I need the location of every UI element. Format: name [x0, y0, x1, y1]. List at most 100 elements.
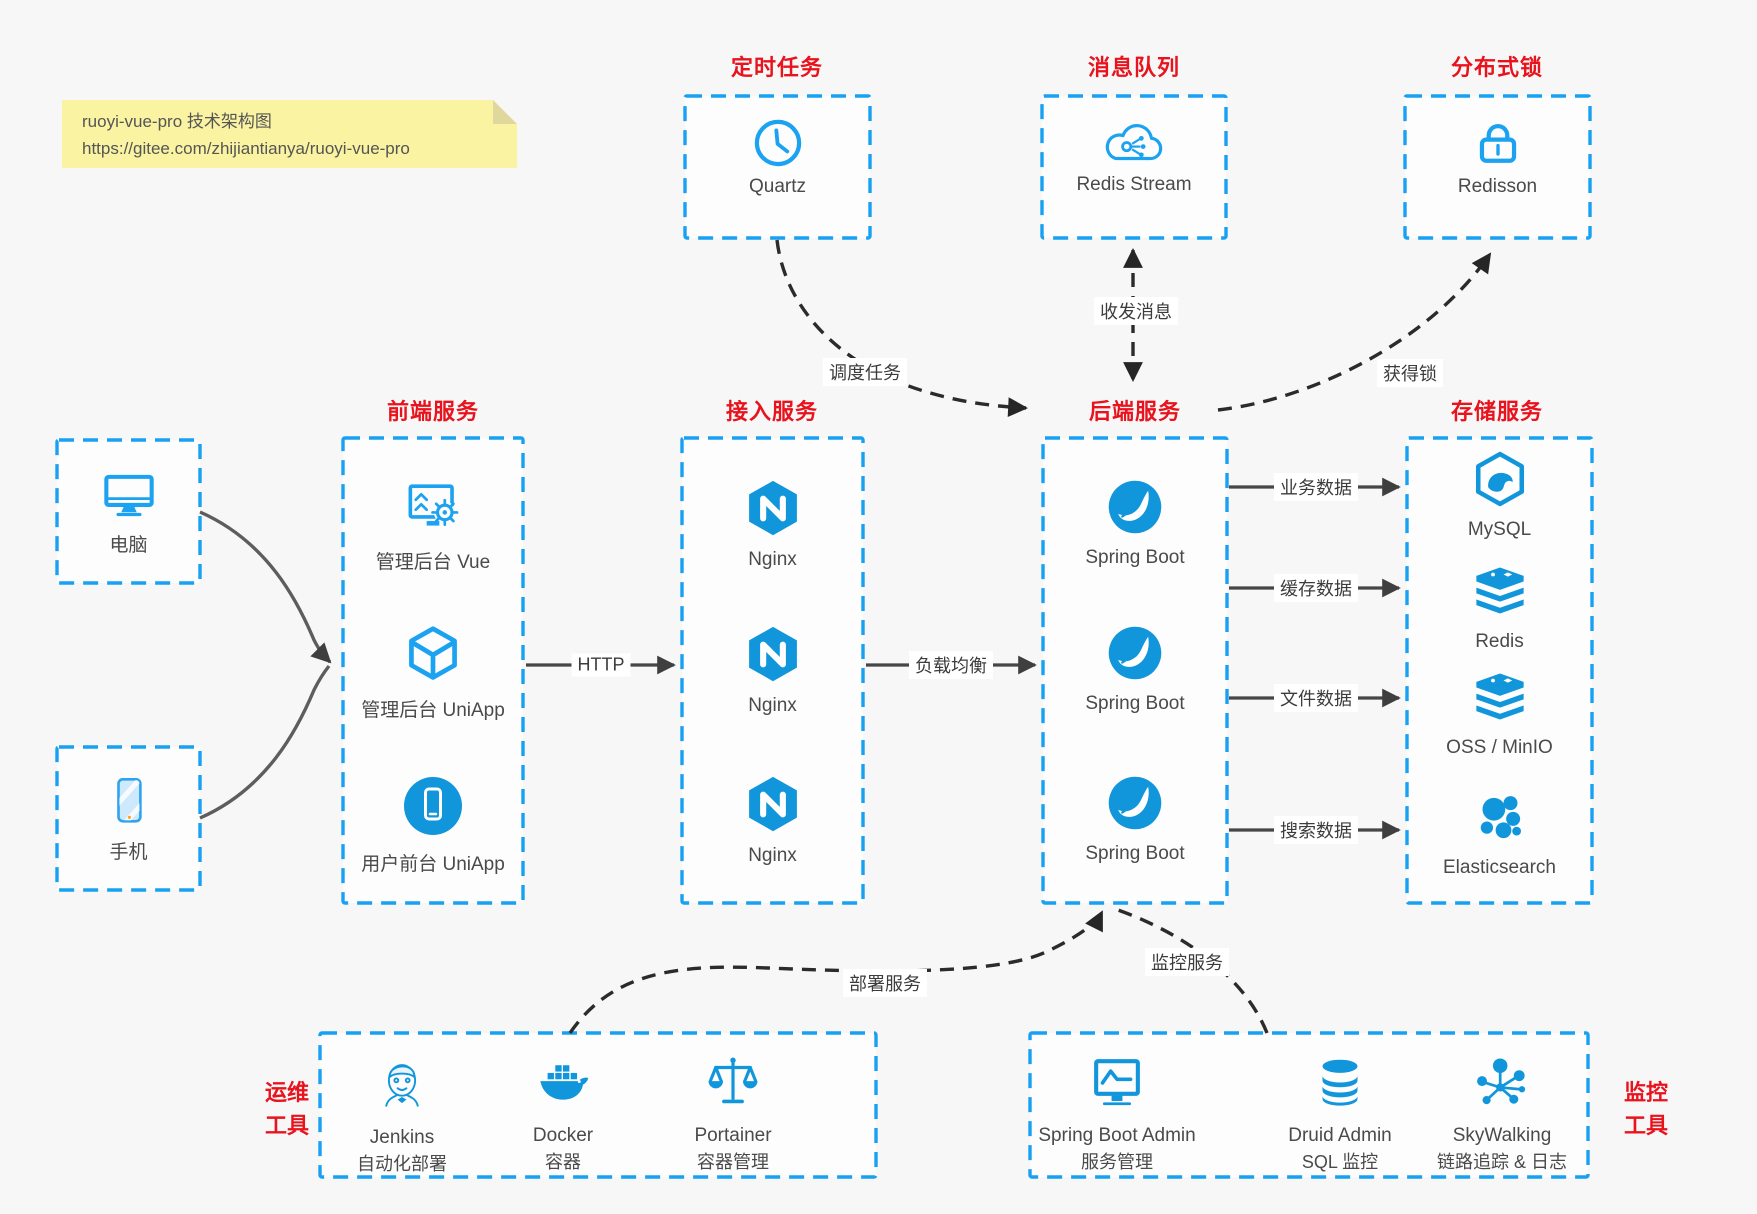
edge-label-http: HTTP [571, 653, 631, 677]
user-uniapp-node: 用户前台 UniApp [343, 774, 523, 876]
monitor-tools-group: Spring Boot Admin 服务管理 Druid Admin SQL 监… [1030, 1033, 1588, 1177]
edge-deploy-service [568, 910, 1104, 1034]
storage-column: MySQL Redis [1407, 438, 1592, 903]
edge-computer-frontend [199, 510, 332, 664]
computer-icon [103, 474, 154, 517]
monitor-tools-side-label: 监控 工具 [1596, 1076, 1696, 1142]
ops-tools-group: Jenkins 自动化部署 Docker 容器 [320, 1033, 876, 1177]
nginx-label: Nginx [748, 549, 797, 570]
jenkins-icon [385, 1064, 419, 1107]
redis-node: Redis [1407, 564, 1592, 653]
mysql-label: MySQL [1467, 519, 1532, 540]
oss-label: OSS / MinIO [1446, 737, 1553, 758]
quartz-label: Quartz [748, 176, 807, 197]
spring-boot-node: Spring Boot [1043, 774, 1227, 865]
elasticsearch-label: Elasticsearch [1443, 857, 1556, 878]
edge-label-load-balance: 负载均衡 [909, 651, 993, 679]
monitor-label-line2: 工具 [1623, 1113, 1668, 1138]
spring-boot-icon [1108, 626, 1162, 680]
ops-label-line2: 工具 [264, 1113, 309, 1138]
spring-boot-node: Spring Boot [1043, 624, 1227, 715]
elasticsearch-node: Elasticsearch [1407, 790, 1592, 879]
cloud-stream-icon [1105, 124, 1163, 161]
title-distributed-lock: 分布式锁 [1450, 55, 1543, 80]
admin-vue-icon [408, 484, 459, 527]
oss-node: OSS / MinIO [1407, 670, 1592, 759]
title-scheduled-task: 定时任务 [730, 55, 823, 80]
spring-boot-icon [1108, 776, 1162, 830]
admin-vue-node: 管理后台 Vue [343, 478, 523, 574]
druid-icon [1322, 1059, 1358, 1106]
nginx-node: Nginx [682, 774, 863, 867]
access-column: Nginx Nginx Nginx [682, 438, 863, 903]
uniapp-cube-icon [409, 626, 457, 680]
portainer-desc: 容器管理 [697, 1152, 769, 1172]
nginx-label: Nginx [748, 695, 797, 716]
mysql-icon [1475, 451, 1524, 507]
edge-label-cache-data: 缓存数据 [1274, 574, 1358, 602]
skywalking-icon [1477, 1058, 1526, 1105]
docker-icon [540, 1065, 589, 1100]
edge-label-search-data: 搜索数据 [1274, 816, 1358, 844]
title-message-queue: 消息队列 [1087, 55, 1180, 80]
nginx-label: Nginx [748, 845, 797, 866]
edge-phone-frontend [199, 664, 331, 820]
redisson-label: Redisson [1457, 176, 1538, 197]
skywalking-desc: 链路追踪 & 日志 [1436, 1152, 1567, 1172]
edge-label-monitor-service: 监控服务 [1145, 948, 1229, 976]
sba-name: Spring Boot Admin [1038, 1125, 1196, 1146]
backend-column: Spring Boot Spring Boot Spring Boot [1043, 438, 1227, 903]
redisson-node: Redisson [1405, 96, 1590, 238]
admin-vue-label: 管理后台 Vue [375, 552, 491, 573]
phone-icon [116, 777, 142, 823]
spring-boot-label: Spring Boot [1085, 547, 1185, 568]
edge-label-schedule-task: 调度任务 [823, 358, 907, 386]
admin-uniapp-label: 管理后台 UniApp [361, 700, 505, 721]
nginx-icon [748, 776, 797, 832]
redis-icon [1475, 567, 1524, 614]
redis-label: Redis [1475, 631, 1524, 652]
sba-icon [1094, 1059, 1140, 1106]
spring-boot-node: Spring Boot [1043, 478, 1227, 569]
title-storage: 存储服务 [1450, 399, 1543, 424]
sba-desc: 服务管理 [1081, 1152, 1153, 1172]
redis-stream-label: Redis Stream [1076, 174, 1192, 195]
sticky-note: ruoyi-vue-pro 技术架构图 https://gitee.com/zh… [62, 100, 517, 168]
nginx-node: Nginx [682, 478, 863, 571]
skywalking-node: SkyWalking 链路追踪 & 日志 [1382, 1053, 1622, 1176]
portainer-name: Portainer [694, 1125, 772, 1146]
phone-label: 手机 [109, 842, 148, 863]
title-backend: 后端服务 [1088, 399, 1181, 424]
note-title: ruoyi-vue-pro 技术架构图 [82, 112, 272, 131]
skywalking-name: SkyWalking [1452, 1125, 1552, 1146]
portainer-node: Portainer 容器管理 [613, 1053, 853, 1176]
note-url: https://gitee.com/zhijiantianya/ruoyi-vu… [82, 139, 410, 158]
frontend-column: 管理后台 Vue 管理后台 UniApp 用户前台 UniApp [343, 438, 523, 903]
admin-uniapp-node: 管理后台 UniApp [343, 624, 523, 722]
edge-label-send-receive-msg: 收发消息 [1094, 297, 1178, 325]
lock-icon [1479, 124, 1516, 163]
title-access: 接入服务 [725, 399, 818, 424]
redis-stream-node: Redis Stream [1042, 96, 1226, 238]
quartz-node: Quartz [685, 96, 870, 238]
mysql-node: MySQL [1407, 450, 1592, 541]
spring-boot-label: Spring Boot [1085, 843, 1185, 864]
edge-label-deploy-service: 部署服务 [843, 969, 927, 997]
title-frontend: 前端服务 [386, 399, 479, 424]
spring-boot-label: Spring Boot [1085, 693, 1185, 714]
clock-icon [754, 119, 801, 167]
edge-acquire-lock [1217, 252, 1492, 412]
elasticsearch-icon [1480, 796, 1521, 839]
nginx-icon [748, 480, 797, 536]
ops-tools-side-label: 运维 工具 [237, 1076, 337, 1142]
sba-node: Spring Boot Admin 服务管理 [997, 1053, 1237, 1176]
oss-icon [1475, 673, 1524, 720]
nginx-icon [748, 626, 797, 682]
user-app-icon [404, 777, 462, 835]
nginx-node: Nginx [682, 624, 863, 717]
phone-node: 手机 [57, 747, 200, 890]
edge-label-business-data: 业务数据 [1274, 473, 1358, 501]
spring-boot-icon [1108, 480, 1162, 534]
monitor-label-line1: 监控 [1623, 1080, 1668, 1105]
